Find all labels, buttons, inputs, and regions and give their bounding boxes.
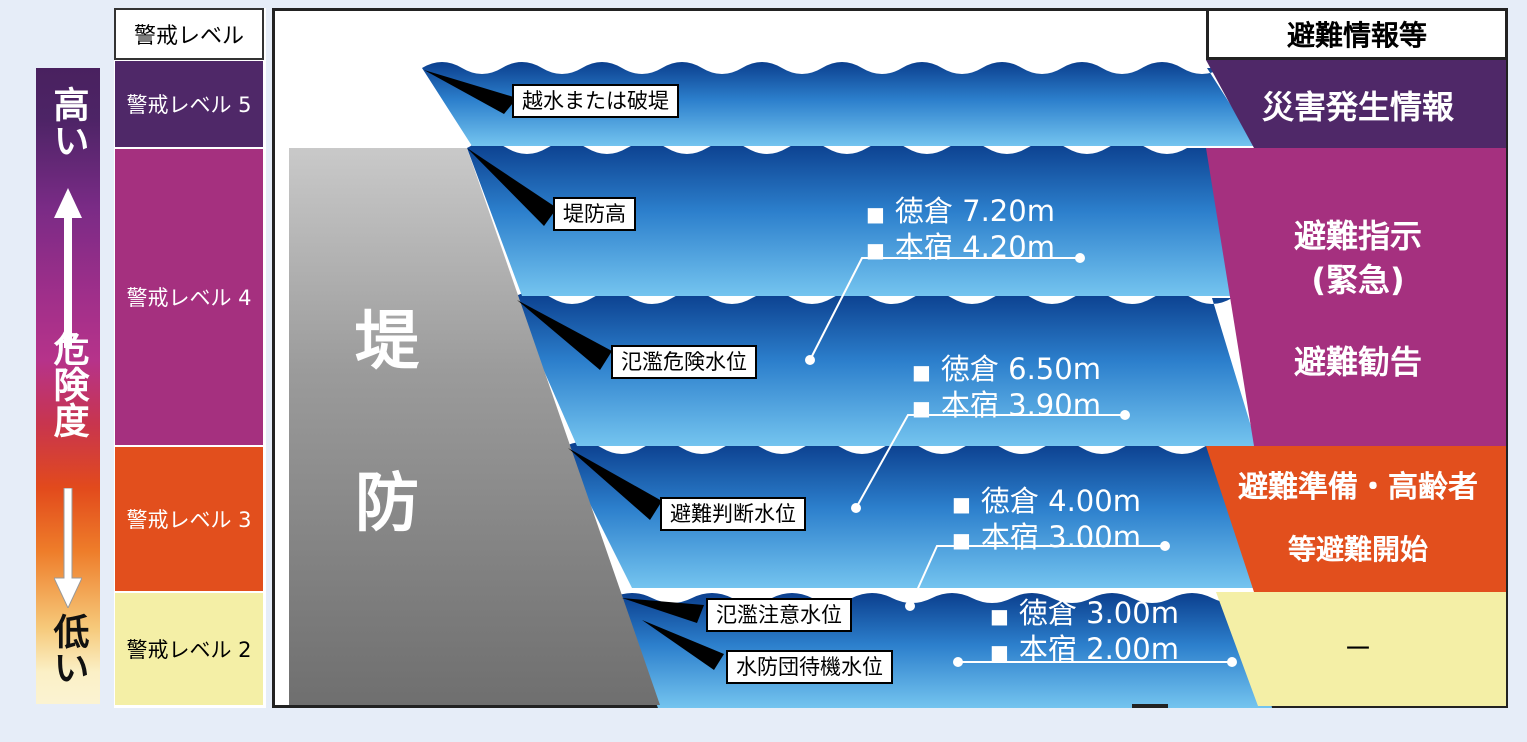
pointer-standby [642, 620, 724, 670]
warning-level-2: 警戒レベル 2 [114, 592, 264, 706]
gauge-2-line1: ■徳倉 6.50m [912, 352, 1101, 386]
evacuation-info-backgrounds [1206, 60, 1506, 706]
evac-level4-line2: (緊急) [1311, 261, 1405, 299]
gauge-2-line2: ■本宿 3.90m [912, 388, 1101, 422]
gauge-2-tokura: 徳倉 6.50m [940, 352, 1101, 386]
callout-flood-danger: 氾濫危険水位 [611, 345, 757, 379]
arrow-up-icon [54, 188, 82, 348]
gauge-1-line2: ■本宿 4.20m [866, 230, 1055, 264]
embankment-char-2: 防 [355, 467, 419, 541]
pointer-levee-height [467, 148, 557, 226]
pointer-overtop [424, 70, 517, 114]
gauge-group-4: ■徳倉 3.00m ■本宿 2.00m [990, 597, 1179, 669]
evac-level3-line1: 避難準備・高齢者 [1238, 470, 1478, 505]
gauge-4-motojuku: 本宿 2.00m [1018, 632, 1179, 666]
pointer-flood-danger [517, 300, 612, 370]
water-band-1 [422, 62, 1257, 146]
leader-line-1 [809, 257, 1080, 361]
gauge-1-motojuku: 本宿 4.20m [894, 230, 1055, 264]
gauge-3-line2: ■本宿 3.00m [952, 520, 1141, 554]
callout-overtop: 越水または破堤 [512, 84, 679, 118]
danger-label: 危険度 [36, 330, 100, 445]
danger-low-text: 低い [47, 613, 89, 685]
evacuation-info-header: 避難情報等 [1206, 8, 1508, 60]
gauge-group-2: ■徳倉 6.50m ■本宿 3.90m [912, 353, 1101, 425]
leader-line-2 [855, 414, 1125, 509]
gauge-4-tokura: 徳倉 3.00m [1018, 596, 1179, 630]
warning-level-header: 警戒レベル [114, 8, 264, 60]
danger-scale-bar: 高い 危険度 低い [36, 68, 100, 704]
gauge-3-line1: ■徳倉 4.00m [952, 484, 1141, 518]
embankment-char-1: 堤 [355, 305, 419, 379]
callout-flood-caution: 氾濫注意水位 [706, 598, 852, 632]
gauge-1-line1: ■徳倉 7.20m [866, 194, 1055, 228]
warning-level-column: 警戒レベル 警戒レベル 5 警戒レベル 4 警戒レベル 3 警戒レベル 2 [114, 8, 266, 708]
gauge-2-motojuku: 本宿 3.90m [940, 388, 1101, 422]
evac-level5: 災害発生情報 [1210, 62, 1506, 148]
gauge-group-3: ■徳倉 4.00m ■本宿 3.00m [952, 485, 1141, 557]
gauge-1-tokura: 徳倉 7.20m [894, 194, 1055, 228]
leader-line-3 [909, 545, 1165, 607]
warning-level-5: 警戒レベル 5 [114, 60, 264, 148]
evac-level4-line3: 避難勧告 [1293, 343, 1422, 381]
evac-level2: － [1343, 632, 1373, 667]
evac-level5-text: 災害発生情報 [1261, 88, 1454, 126]
warning-level-4: 警戒レベル 4 [114, 148, 264, 446]
gauge-4-line1: ■徳倉 3.00m [990, 596, 1179, 630]
gauge-group-1: ■徳倉 7.20m ■本宿 4.20m [866, 195, 1055, 267]
water-band-3 [512, 292, 1257, 446]
danger-high-text: 高い [47, 86, 89, 158]
embankment [289, 148, 660, 705]
danger-high-label: 高い [36, 86, 100, 165]
warning-level-3: 警戒レベル 3 [114, 446, 264, 592]
pointer-flood-caution [622, 598, 704, 623]
evac-level3-line2: 等避難開始 [1287, 533, 1428, 566]
danger-low-label: 低い [36, 613, 100, 692]
callout-evacuation-judgment: 避難判断水位 [660, 497, 806, 531]
callout-levee-height: 堤防高 [553, 197, 636, 231]
arrow-down-icon [54, 488, 82, 608]
water-band-4 [562, 442, 1282, 588]
gauge-4-line2: ■本宿 2.00m [990, 632, 1179, 666]
callout-standby: 水防団待機水位 [726, 650, 893, 684]
gauge-3-motojuku: 本宿 3.00m [980, 520, 1141, 554]
danger-label-text: 危険度 [47, 330, 89, 438]
pointer-evacuation-judgment [568, 448, 662, 520]
gauge-3-tokura: 徳倉 4.00m [980, 484, 1141, 518]
evac-level4-line1: 避難指示 [1293, 217, 1422, 255]
